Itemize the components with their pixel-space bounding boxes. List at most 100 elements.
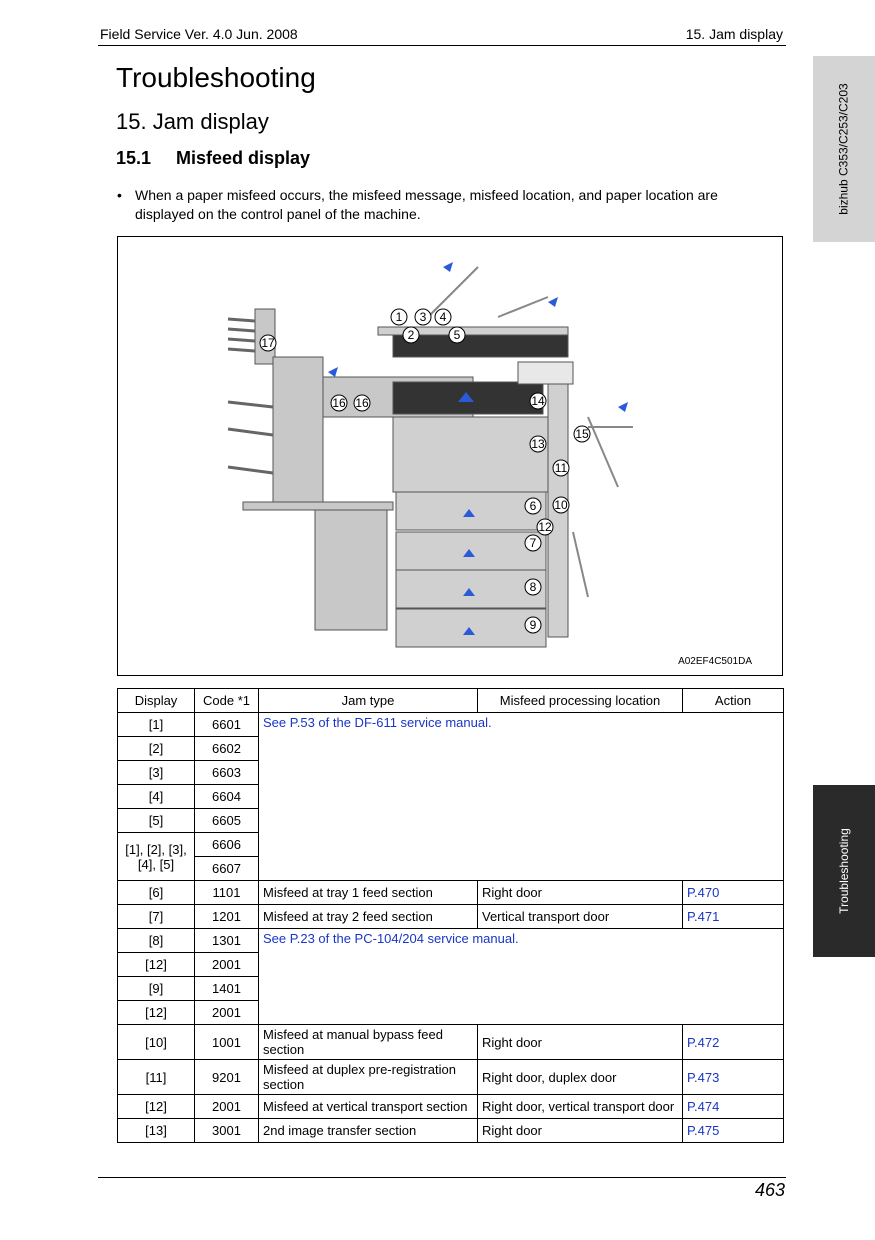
cell-code: 6601	[194, 712, 259, 737]
page-title: Troubleshooting	[116, 62, 316, 93]
cell-code: 1101	[194, 880, 259, 905]
table-row: [11] 9201 Misfeed at duplex pre-registra…	[117, 1059, 784, 1095]
action-link[interactable]: P.474	[682, 1094, 784, 1119]
bullet-marker: •	[117, 187, 122, 203]
svg-text:14: 14	[531, 394, 545, 408]
arrow-icon	[618, 402, 628, 412]
svg-text:12: 12	[538, 520, 552, 534]
svg-text:1: 1	[396, 310, 403, 324]
callout-15: 15	[573, 425, 591, 443]
callout-5: 5	[448, 326, 466, 344]
table-row: [12] 2001	[117, 952, 784, 977]
cell-location: Vertical transport door	[477, 904, 683, 929]
cell-code: 6603	[194, 760, 259, 785]
machine-illustration: 1 3 4 2 5 17 16 16 14 13 15 11 6 10 12 7…	[227, 262, 633, 648]
cell-display-combined: [1], [2], [3], [4], [5]	[117, 832, 195, 881]
header-rule	[98, 45, 786, 46]
cell-code: 2001	[194, 1094, 259, 1119]
side-tab-section: Troubleshooting	[813, 785, 875, 957]
cell-display: [1]	[117, 712, 195, 737]
cell-display: [3]	[117, 760, 195, 785]
action-link[interactable]: P.470	[682, 880, 784, 905]
header-location: Misfeed processing location	[477, 688, 683, 713]
svg-text:9: 9	[530, 618, 537, 632]
cell-display: [10]	[117, 1024, 195, 1060]
action-link[interactable]: P.475	[682, 1118, 784, 1143]
header-jam-type: Jam type	[258, 688, 478, 713]
tray-4	[395, 608, 547, 648]
cell-display: [7]	[117, 904, 195, 929]
side-tab-section-label: Troubleshooting	[837, 828, 851, 914]
main-unit-front	[392, 416, 549, 493]
cell-display: [12]	[117, 1094, 195, 1119]
subsection-number: 15.1	[116, 148, 152, 168]
callout-1: 1	[390, 308, 408, 326]
arrow-icon	[328, 367, 338, 377]
cell-code: 2001	[194, 952, 259, 977]
callout-16b: 16	[353, 394, 371, 412]
table-row: [13] 3001 2nd image transfer section Rig…	[117, 1118, 784, 1143]
arrow-icon	[463, 627, 475, 635]
svg-text:16: 16	[355, 396, 369, 410]
action-link[interactable]: P.473	[682, 1059, 784, 1095]
table-row: [6] 1101 Misfeed at tray 1 feed section …	[117, 880, 784, 905]
cell-location: Right door, vertical transport door	[477, 1094, 683, 1119]
cell-code: 1301	[194, 928, 259, 953]
cell-location: Right door	[477, 880, 683, 905]
table-row: [10] 1001 Misfeed at manual bypass feed …	[117, 1024, 784, 1060]
finisher-body	[272, 356, 324, 508]
callout-12: 12	[536, 518, 554, 536]
cell-location: Right door, duplex door	[477, 1059, 683, 1095]
table-row: [5] 6605	[117, 808, 784, 833]
df-manual-link[interactable]: See P.53 of the DF-611 service manual.	[258, 712, 784, 881]
action-link[interactable]: P.471	[682, 904, 784, 929]
cell-code: 2001	[194, 1000, 259, 1025]
callout-14: 14	[529, 392, 547, 410]
tray-3	[395, 569, 547, 609]
cell-jam-type: Misfeed at vertical transport section	[258, 1094, 478, 1119]
bullet-paragraph: • When a paper misfeed occurs, the misfe…	[117, 186, 777, 224]
cell-jam-type: 2nd image transfer section	[258, 1118, 478, 1143]
cell-location: Right door	[477, 1024, 683, 1060]
callout-11: 11	[552, 459, 570, 477]
pc-manual-link[interactable]: See P.23 of the PC-104/204 service manua…	[258, 928, 784, 1025]
arrow-icon	[463, 509, 475, 517]
cell-code: 1001	[194, 1024, 259, 1060]
cell-jam-type: Misfeed at manual bypass feed section	[258, 1024, 478, 1060]
machine-jam-diagram: 1 3 4 2 5 17 16 16 14 13 15 11 6 10 12 7…	[117, 236, 783, 676]
svg-text:5: 5	[454, 328, 461, 342]
svg-text:13: 13	[531, 437, 545, 451]
callout-9: 9	[524, 616, 542, 634]
footer-rule	[98, 1177, 786, 1178]
cell-display: [2]	[117, 736, 195, 761]
svg-text:10: 10	[554, 498, 568, 512]
svg-text:2: 2	[408, 328, 415, 342]
table-row: [3] 6603	[117, 760, 784, 785]
finisher-base-shelf	[242, 501, 394, 511]
section-heading: 15. Jam display	[116, 109, 269, 134]
callout-16a: 16	[330, 394, 348, 412]
cell-display: [4]	[117, 784, 195, 809]
arrow-icon	[443, 262, 453, 272]
callout-13: 13	[529, 435, 547, 453]
cell-code: 1201	[194, 904, 259, 929]
control-panel	[517, 361, 574, 385]
table-row: [12] 2001	[117, 1000, 784, 1025]
svg-text:11: 11	[555, 461, 568, 475]
cell-display: [8]	[117, 928, 195, 953]
running-header-left: Field Service Ver. 4.0 Jun. 2008	[100, 26, 298, 42]
callout-8: 8	[524, 578, 542, 596]
action-link[interactable]: P.472	[682, 1024, 784, 1060]
finisher-stand	[314, 509, 388, 631]
arrow-icon	[458, 392, 474, 402]
cell-code: 9201	[194, 1059, 259, 1095]
table-header-row: Display Code *1 Jam type Misfeed process…	[117, 688, 784, 713]
cell-code: 6602	[194, 736, 259, 761]
side-tab-model: bizhub C353/C253/C203	[813, 56, 875, 242]
callout-6: 6	[524, 497, 542, 515]
cell-code: 6604	[194, 784, 259, 809]
svg-text:3: 3	[420, 310, 427, 324]
callout-2: 2	[402, 326, 420, 344]
tray-2	[395, 531, 547, 571]
